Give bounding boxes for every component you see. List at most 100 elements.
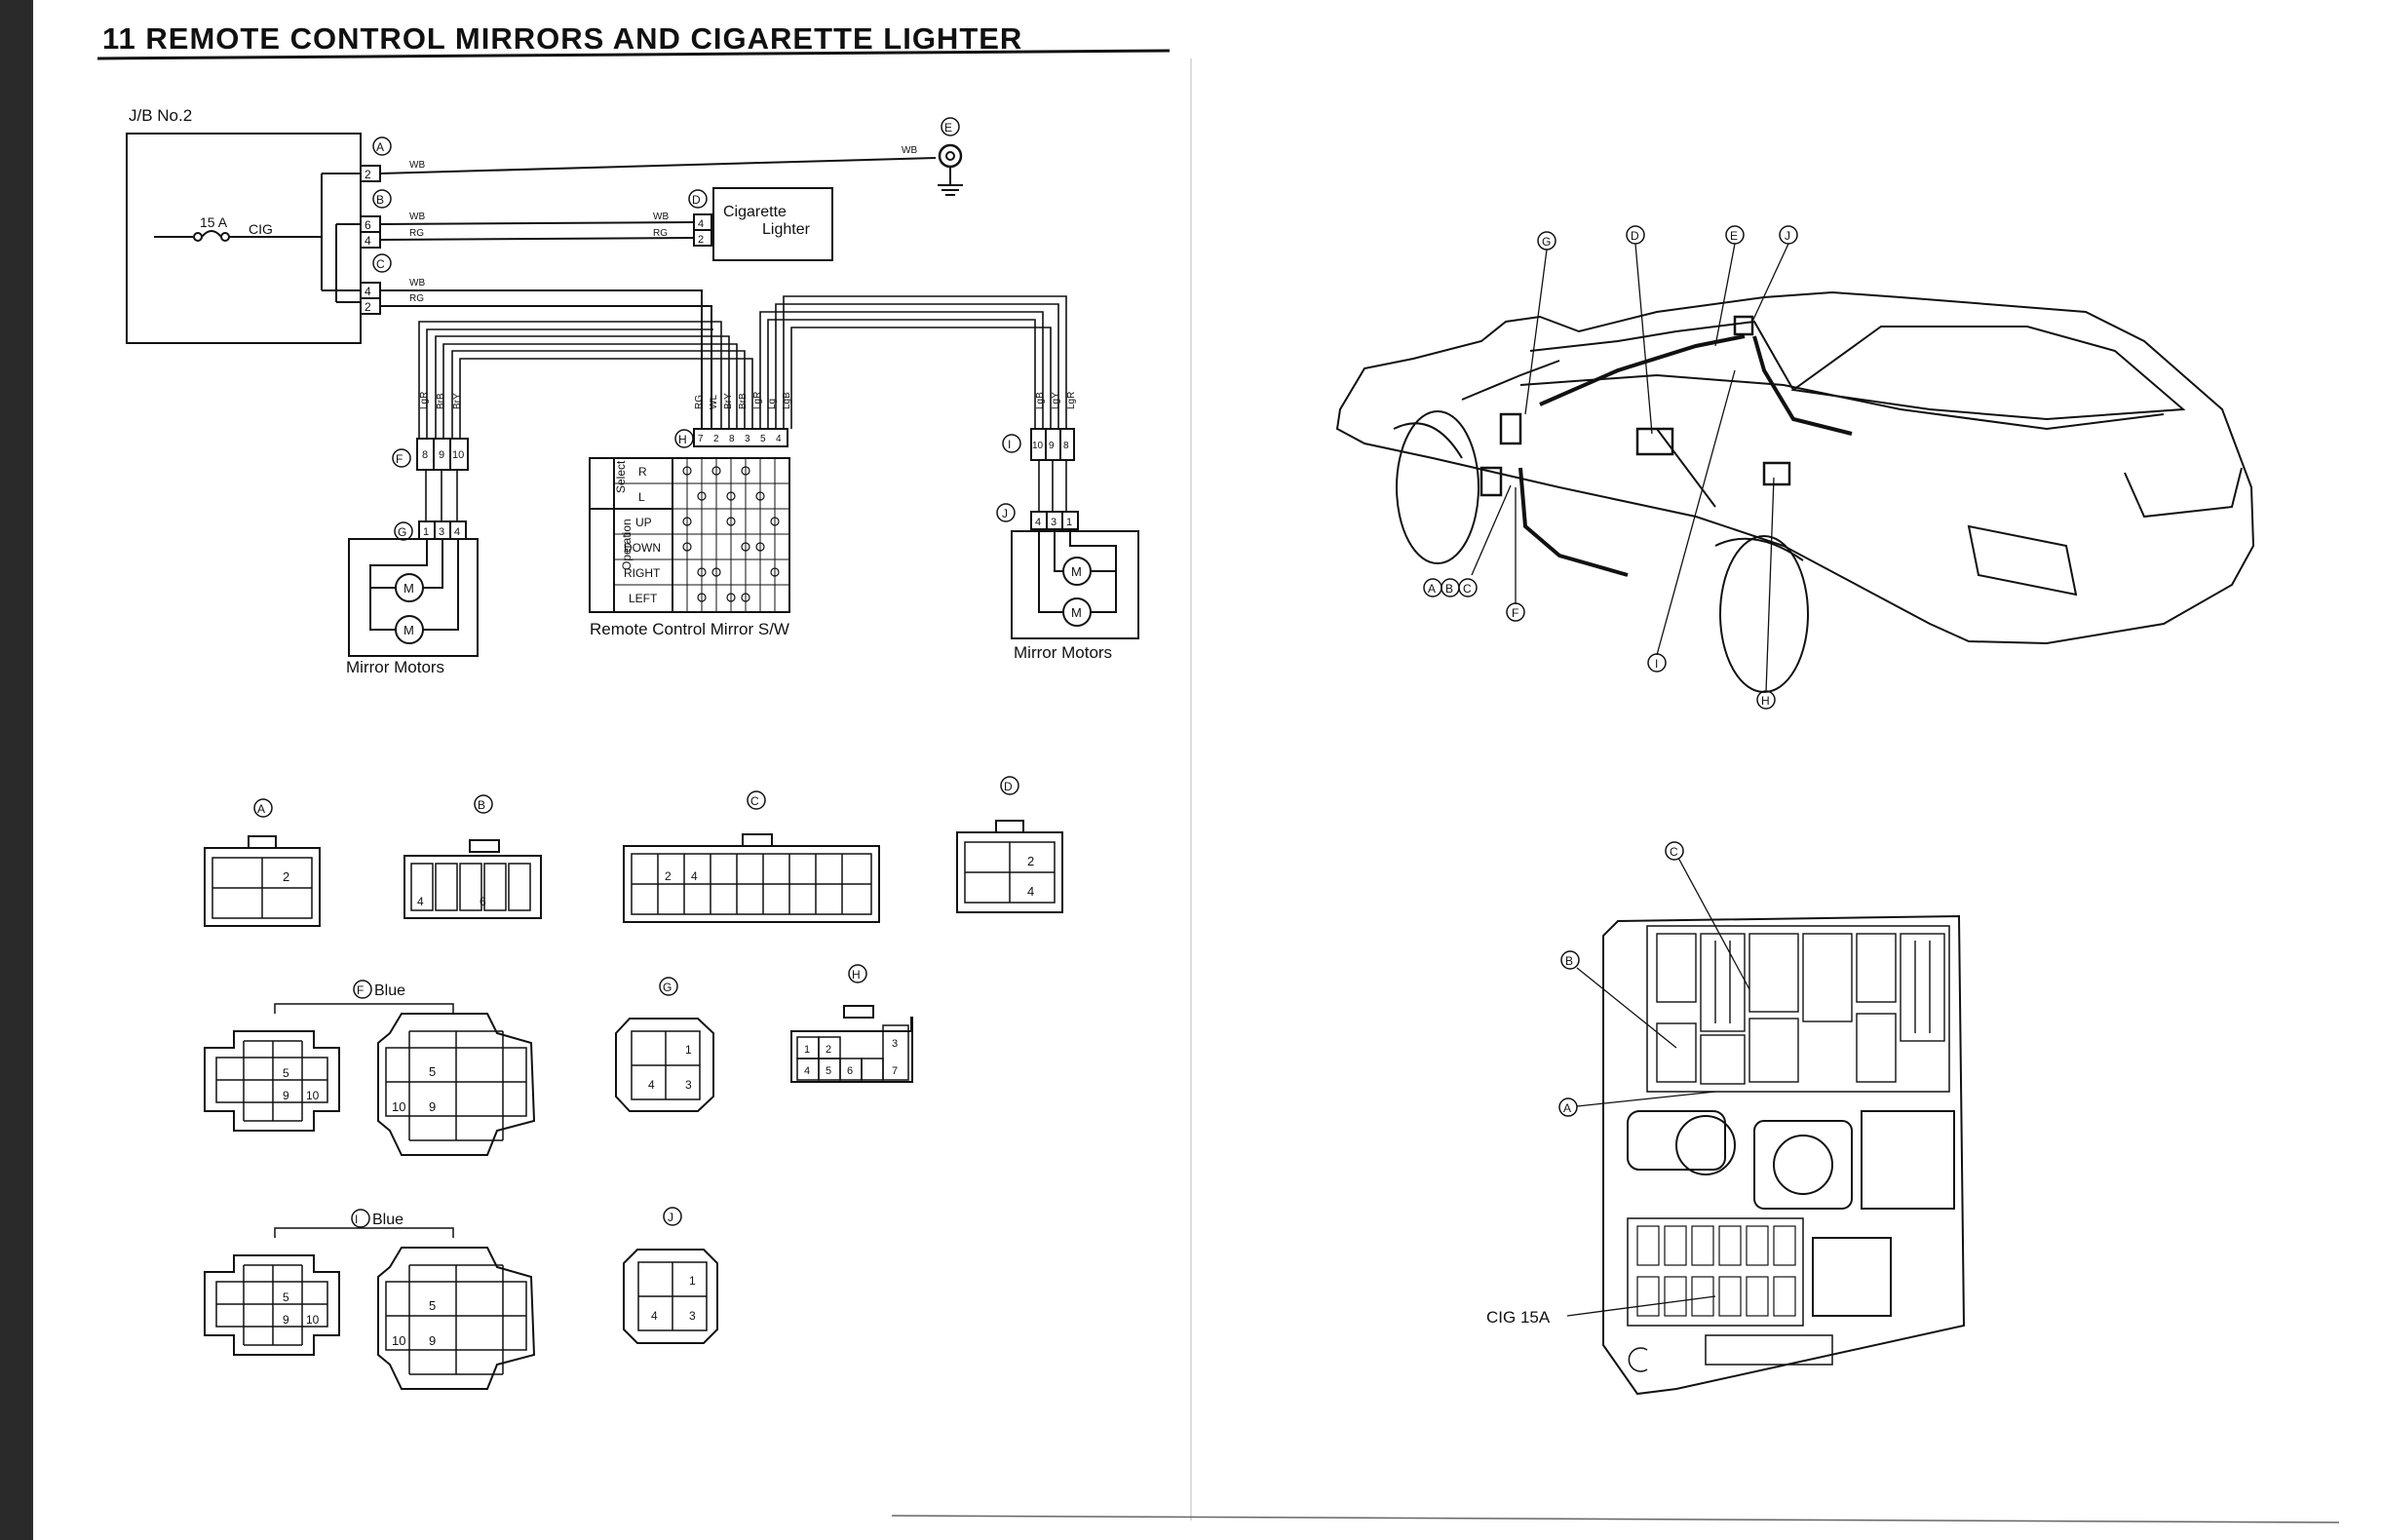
view-d-letter: D xyxy=(1004,780,1013,793)
fuse-amp: 15 A xyxy=(200,214,228,230)
callout-f: F xyxy=(396,452,403,466)
wire-wb-a: WB xyxy=(409,160,425,171)
view-h-pin-1: 1 xyxy=(804,1044,810,1056)
wire-wb-e: WB xyxy=(902,145,917,156)
callout-e: E xyxy=(944,121,952,135)
view-g-letter: G xyxy=(663,981,672,994)
view-a-pin-2: 2 xyxy=(283,869,289,884)
jb-housing xyxy=(1602,914,1966,1396)
callout-d: D xyxy=(692,193,701,207)
callout-a: A xyxy=(376,140,384,154)
pin-g3: 3 xyxy=(439,526,444,538)
left-mirror-motors-box xyxy=(348,538,479,657)
pin-c2: 2 xyxy=(365,300,371,314)
view-j-pin-1: 1 xyxy=(689,1274,696,1288)
pin-f8: 8 xyxy=(422,449,428,461)
callout-c: C xyxy=(376,257,385,271)
view-i-letter: I xyxy=(355,1213,358,1226)
switch-row-right: RIGHT xyxy=(624,566,661,580)
car-callout-g: G xyxy=(1542,235,1551,249)
wire-rg-c: RG xyxy=(409,293,424,304)
view-c-pin-4: 4 xyxy=(691,869,698,883)
connector-view-f-large: 5 10 9 xyxy=(377,1013,536,1156)
pin-i9: 9 xyxy=(1049,441,1055,451)
view-i-large-pin-10: 10 xyxy=(392,1333,405,1348)
view-c-pin-2: 2 xyxy=(665,869,672,883)
view-h-pin-2: 2 xyxy=(826,1044,831,1056)
switch-row-up: UP xyxy=(635,516,652,529)
pin-i8: 8 xyxy=(1063,441,1069,451)
connector-view-f-small: 5 9 10 xyxy=(204,1030,340,1132)
wire-f-bry: BrY xyxy=(452,393,463,409)
view-h-pin-6: 6 xyxy=(847,1065,853,1077)
view-h-pin-4: 4 xyxy=(804,1065,810,1077)
car-callout-c: C xyxy=(1463,582,1472,596)
callout-h: H xyxy=(678,433,687,446)
car-locator-view: G D E J A B C F I H xyxy=(1335,225,2255,710)
ground-terminal xyxy=(938,143,963,169)
remote-control-mirror-switch xyxy=(589,457,790,613)
connector-f-schematic xyxy=(416,438,469,471)
pin-a2: 2 xyxy=(365,168,371,181)
wire-f-lgr: LgR xyxy=(419,392,430,409)
mirror-motors-left-label: Mirror Motors xyxy=(346,658,444,676)
wiring-schematic: J/B No.2 15 A CIG 2 6 4 xyxy=(126,106,1139,676)
relay-icon xyxy=(1675,1115,1736,1175)
pin-i10: 10 xyxy=(1032,441,1044,451)
junction-block xyxy=(126,133,362,344)
view-f-letter: F xyxy=(357,983,364,997)
rear-wheel xyxy=(1719,535,1809,693)
pin-g4: 4 xyxy=(454,526,460,538)
view-b-pin-4: 4 xyxy=(417,895,424,908)
pin-b6: 6 xyxy=(365,218,371,232)
wire-i-lgb: LgB xyxy=(1035,392,1046,409)
view-f-small-pin-10: 10 xyxy=(306,1089,320,1102)
page-title: 11 REMOTE CONTROL MIRRORS AND CIGARETTE … xyxy=(102,21,1023,56)
view-d-pin-4: 4 xyxy=(1027,884,1034,899)
view-b-letter: B xyxy=(478,798,485,812)
pin-h4: 4 xyxy=(776,434,782,444)
view-f-large-pin-5: 5 xyxy=(429,1064,436,1079)
view-h-letter: H xyxy=(852,968,861,982)
fuse-terminal xyxy=(193,232,203,242)
wire-h-bry: BrY xyxy=(723,393,734,409)
switch-row-left: LEFT xyxy=(629,592,658,605)
car-illustration xyxy=(1335,290,2255,693)
motor-m-4: M xyxy=(1071,605,1082,620)
view-a-letter: A xyxy=(257,802,265,816)
view-f-small-pin-9: 9 xyxy=(283,1089,289,1102)
cig-fuse-label: CIG 15A xyxy=(1486,1308,1551,1327)
wire-h-rg: RG xyxy=(694,395,705,409)
car-callout-e: E xyxy=(1730,229,1738,243)
wire-i-lgr: LgR xyxy=(1066,392,1077,409)
jb-callout-a: A xyxy=(1563,1101,1571,1115)
jb-callout-b: B xyxy=(1565,954,1573,968)
view-c-letter: C xyxy=(750,794,759,808)
view-i-small-pin-5: 5 xyxy=(283,1290,289,1304)
harness-connector xyxy=(1762,461,1791,486)
bottom-rule xyxy=(891,1515,2340,1523)
connector-view-d: 2 4 xyxy=(956,820,1063,913)
wire-wb-d: WB xyxy=(653,212,669,222)
pin-h5: 5 xyxy=(760,434,766,444)
view-i-small-pin-10: 10 xyxy=(306,1313,320,1327)
fuse-name: CIG xyxy=(249,221,273,237)
pin-f9: 9 xyxy=(439,449,444,461)
cigarette-lighter-label-2: Lighter xyxy=(762,221,811,238)
view-i-color: Blue xyxy=(372,1212,403,1228)
pin-g1: 1 xyxy=(423,526,429,538)
right-mirror-motors-box xyxy=(1011,530,1139,639)
connector-views: A 2 B 4 6 xyxy=(204,776,1063,1390)
harness-connector xyxy=(1733,315,1754,336)
view-f-small-pin-5: 5 xyxy=(283,1066,289,1080)
pin-c4: 4 xyxy=(365,285,371,298)
harness-connector xyxy=(1499,412,1522,445)
view-i-large-pin-9: 9 xyxy=(429,1333,436,1348)
wire-wb-b: WB xyxy=(409,212,425,222)
callout-j: J xyxy=(1002,507,1008,520)
pin-j4: 4 xyxy=(1035,517,1041,528)
callout-b: B xyxy=(376,193,384,207)
view-j-letter: J xyxy=(668,1211,673,1224)
title-rule xyxy=(96,49,1171,60)
